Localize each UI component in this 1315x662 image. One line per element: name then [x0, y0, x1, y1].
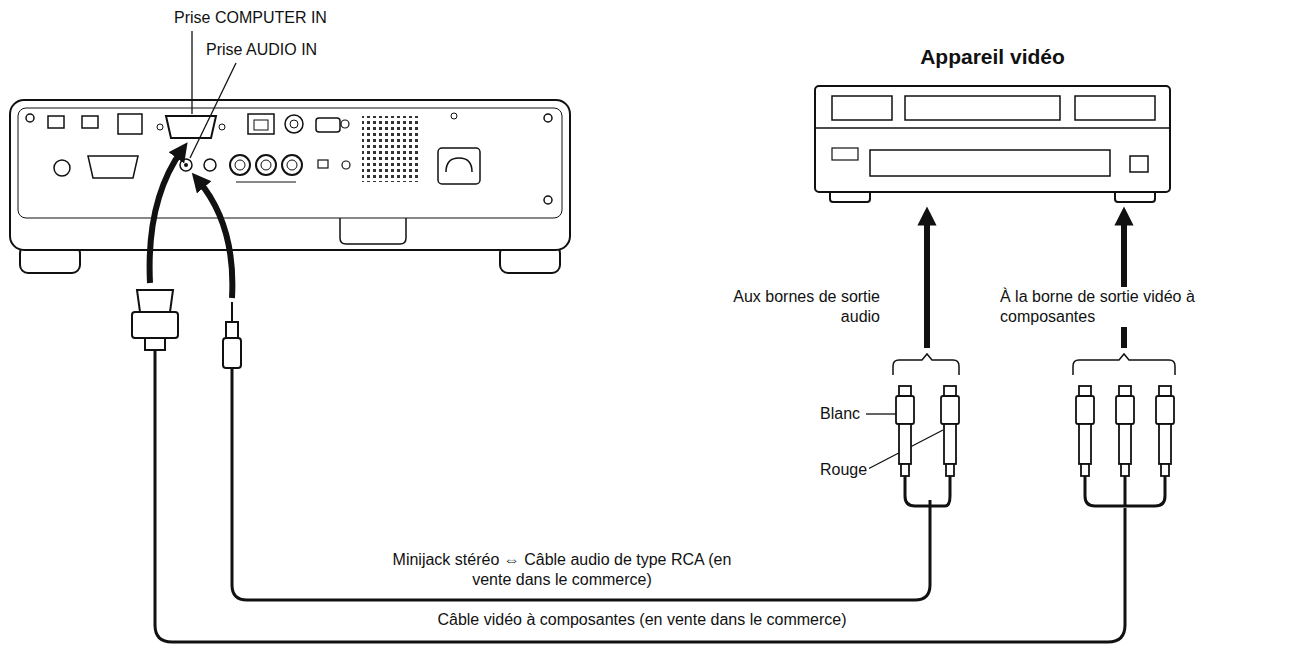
rca-plug — [896, 386, 1174, 476]
connection-arrow — [927, 216, 1124, 348]
connection-arrow — [150, 150, 233, 298]
vga-plug — [132, 290, 178, 350]
port-label: Prise COMPUTER IN — [172, 8, 329, 28]
bracket — [893, 354, 1175, 375]
device-title: Appareil vidéo — [815, 44, 1170, 70]
cable — [155, 350, 1165, 642]
projector — [10, 100, 570, 273]
video-device — [815, 86, 1170, 202]
cable-label: Minijack stéréo ⇔ Câble audio de type RC… — [385, 550, 739, 590]
color-label: Rouge — [818, 460, 869, 480]
terminal-label: Aux bornes de sortie audio — [728, 287, 882, 327]
minijack-plug — [223, 302, 241, 368]
port-label: Prise AUDIO IN — [204, 40, 319, 60]
terminal-label: À la borne de sortie vidéo à composantes — [998, 287, 1212, 327]
cable-label: Câble vidéo à composantes (en vente dans… — [0, 610, 1284, 630]
color-label: Blanc — [818, 404, 862, 424]
device-node: Appareil vidéo — [815, 44, 1170, 70]
